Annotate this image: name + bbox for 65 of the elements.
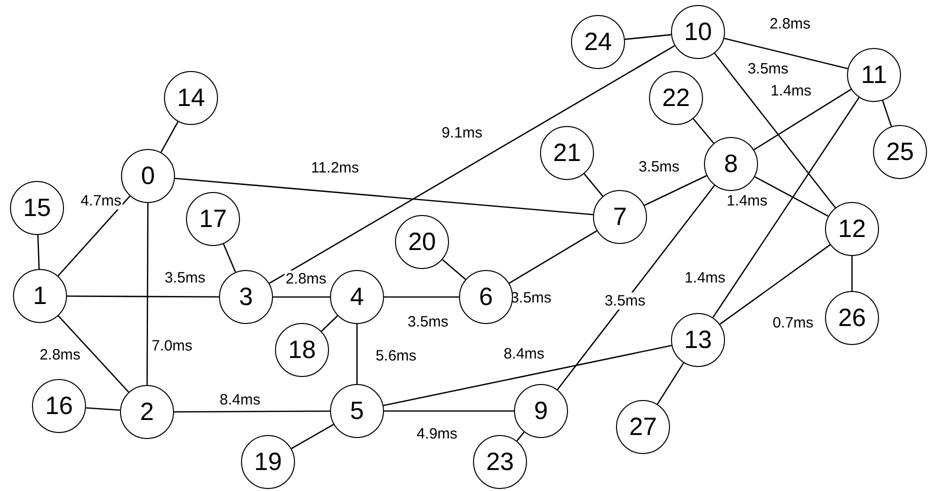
node-number: 16 <box>45 394 73 418</box>
connector-line <box>268 45 676 284</box>
connector-line <box>754 176 829 217</box>
node-number: 21 <box>553 140 581 166</box>
node-number: 6 <box>479 284 493 310</box>
connector-line <box>442 259 466 280</box>
connector-line <box>656 362 684 405</box>
connector-line <box>160 121 179 153</box>
connector-line <box>584 173 604 197</box>
node-number: 2 <box>140 400 154 424</box>
node-number: 27 <box>629 414 657 440</box>
connector-line <box>851 256 853 291</box>
connector-line <box>37 234 40 270</box>
node-number: 1 <box>33 284 47 308</box>
connector-line <box>222 244 236 272</box>
node-number: 4 <box>350 284 364 310</box>
connector-line <box>356 324 358 384</box>
connector-line <box>58 315 130 393</box>
node-number: 10 <box>684 20 712 44</box>
node-number: 20 <box>408 230 436 254</box>
node-number: 25 <box>886 140 914 164</box>
connector-line <box>644 175 707 206</box>
connector-line <box>724 38 848 70</box>
connector-line <box>320 315 338 332</box>
edge-label: 3.5ms <box>604 292 646 310</box>
connector-line <box>692 118 714 144</box>
connector-line <box>720 244 830 325</box>
node-number: 15 <box>23 196 51 220</box>
connector-line <box>508 230 598 284</box>
node-number: 12 <box>838 216 866 242</box>
connector-line <box>712 97 860 318</box>
connector-line <box>384 410 514 412</box>
connector-line <box>516 432 525 442</box>
connector-line <box>174 178 594 216</box>
connector-line <box>273 296 330 298</box>
node-number: 7 <box>613 204 627 230</box>
node-number: 24 <box>584 30 612 54</box>
connector-line <box>624 34 672 40</box>
node-number: 18 <box>288 338 316 362</box>
node-number: 23 <box>486 450 514 474</box>
node-number: 9 <box>534 398 548 424</box>
connector-line <box>67 295 219 298</box>
connector-line <box>384 296 459 298</box>
connector-line <box>174 410 330 413</box>
connector-line <box>383 344 672 406</box>
node-number: 8 <box>724 152 738 176</box>
connector-line <box>146 203 149 385</box>
connector-line <box>86 407 120 411</box>
connector-line <box>882 100 892 127</box>
connector-line <box>714 52 836 208</box>
node-number: 3 <box>239 284 253 310</box>
node-number: 11 <box>861 62 887 88</box>
node-number: 5 <box>350 398 364 424</box>
node-number: 22 <box>662 86 690 110</box>
connector-line <box>291 424 334 450</box>
node-number: 19 <box>254 450 282 474</box>
edge-label: 4.7ms <box>80 192 122 210</box>
node-number: 14 <box>177 86 205 110</box>
connector-line <box>754 88 852 150</box>
connector-line <box>58 196 130 276</box>
node-number: 13 <box>684 328 712 352</box>
node-number: 17 <box>199 206 227 232</box>
node-number: 26 <box>838 306 866 330</box>
node-number: 0 <box>141 164 155 188</box>
connector-line <box>556 185 716 390</box>
